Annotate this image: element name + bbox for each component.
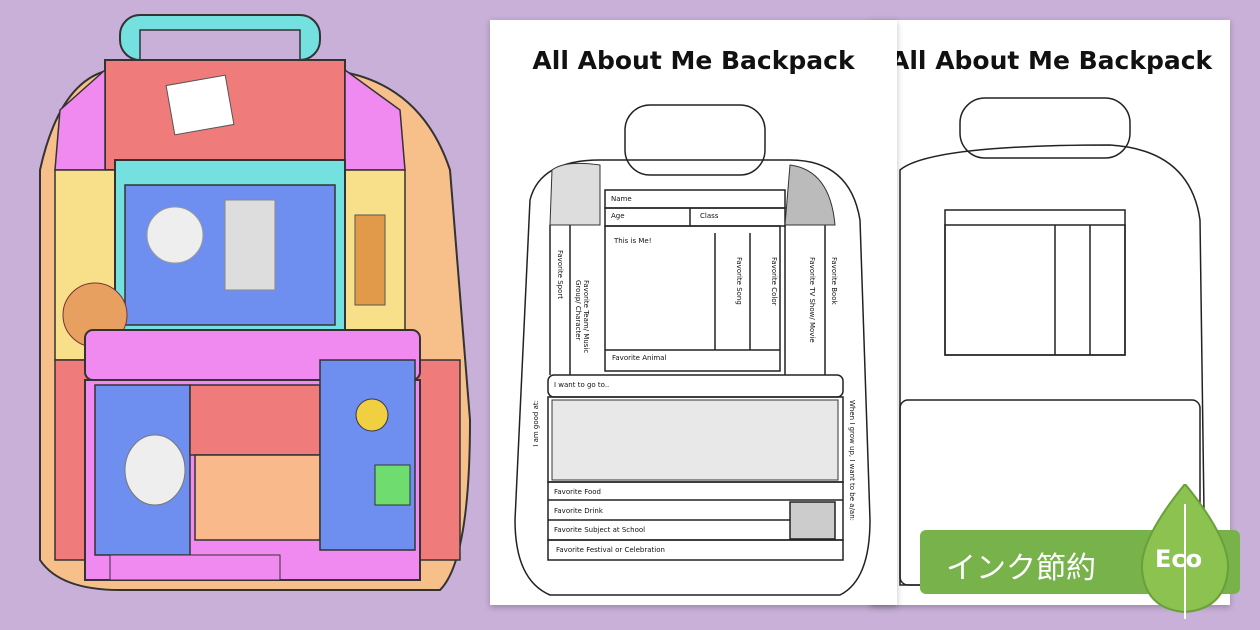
name-field: Name <box>611 195 632 203</box>
want-to-go-field: I want to go to.. <box>554 381 610 389</box>
leaf-drop-icon <box>1140 484 1230 619</box>
favorite-team-field: Favorite Team/ Music Group/ Character <box>574 280 590 354</box>
backpack-outline-front <box>514 104 871 596</box>
ink-saving-label: インク節約 <box>946 551 1096 586</box>
favorite-food-field: Favorite Food <box>554 488 601 496</box>
favorite-tv-field: Favorite TV Show/ Movie <box>808 257 816 343</box>
class-field: Class <box>700 212 719 220</box>
favorite-animal-field: Favorite Animal <box>612 354 667 362</box>
backpack-outline-back <box>899 97 1206 586</box>
favorite-song-field: Favorite Song <box>735 257 743 305</box>
favorite-color-field: Favorite Color <box>770 257 778 306</box>
good-at-field: I am good at: <box>532 400 540 447</box>
this-is-me-field: This is Me! <box>614 237 652 245</box>
grow-up-field: When I grow up, I want to be a/an: <box>848 400 856 522</box>
favorite-drink-field: Favorite Drink <box>554 507 603 515</box>
worksheet-back-title: All About Me Backpack <box>890 46 1213 75</box>
favorite-book-field: Favorite Book <box>830 257 838 305</box>
colored-backpack-illustration <box>39 14 472 591</box>
age-field: Age <box>611 212 625 220</box>
worksheet-front-title: All About Me Backpack <box>532 46 855 75</box>
favorite-sport-field: Favorite Sport <box>556 250 564 299</box>
worksheet-front: All About Me Backpack Name Age Class Thi… <box>490 20 897 605</box>
favorite-festival-field: Favorite Festival or Celebration <box>556 546 665 554</box>
favorite-subject-field: Favorite Subject at School <box>554 526 646 534</box>
eco-label: Eco <box>1155 545 1203 573</box>
